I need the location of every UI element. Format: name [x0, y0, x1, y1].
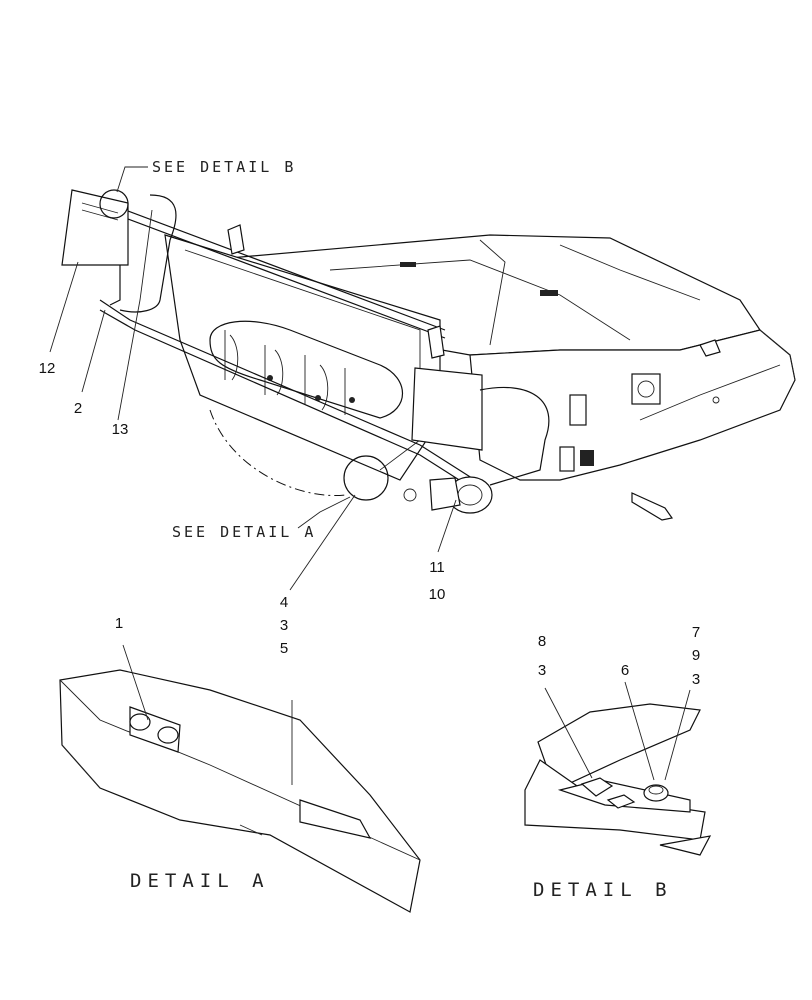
callout-4: 4 — [280, 594, 288, 611]
callout-7: 7 — [692, 624, 700, 641]
callout-5: 5 — [280, 640, 288, 657]
callout-10: 10 — [429, 586, 446, 603]
detail-a-drawing — [59, 644, 421, 913]
callout-3-main: 3 — [280, 617, 288, 634]
callout-12: 12 — [39, 360, 56, 377]
callout-8: 8 — [538, 633, 546, 650]
detail-a-indicator — [343, 455, 389, 501]
callout-3-detail-b-right: 3 — [692, 671, 700, 688]
callout-2: 2 — [74, 400, 82, 417]
main-assembly — [61, 189, 796, 521]
detail-b-drawing — [524, 681, 712, 856]
detail-a-title: DETAIL A — [130, 870, 270, 892]
leader-lines — [49, 166, 457, 591]
callout-9: 9 — [692, 647, 700, 664]
detail-b-title: DETAIL B — [533, 879, 673, 901]
see-detail-a-label: SEE DETAIL A — [172, 523, 316, 541]
callout-13: 13 — [112, 421, 129, 438]
detail-b-indicator — [99, 189, 129, 219]
callout-11: 11 — [429, 559, 445, 576]
see-detail-b-label: SEE DETAIL B — [152, 158, 296, 176]
callout-3-detail-b-left: 3 — [538, 662, 546, 679]
callout-6: 6 — [621, 662, 629, 679]
callout-1: 1 — [115, 615, 123, 632]
